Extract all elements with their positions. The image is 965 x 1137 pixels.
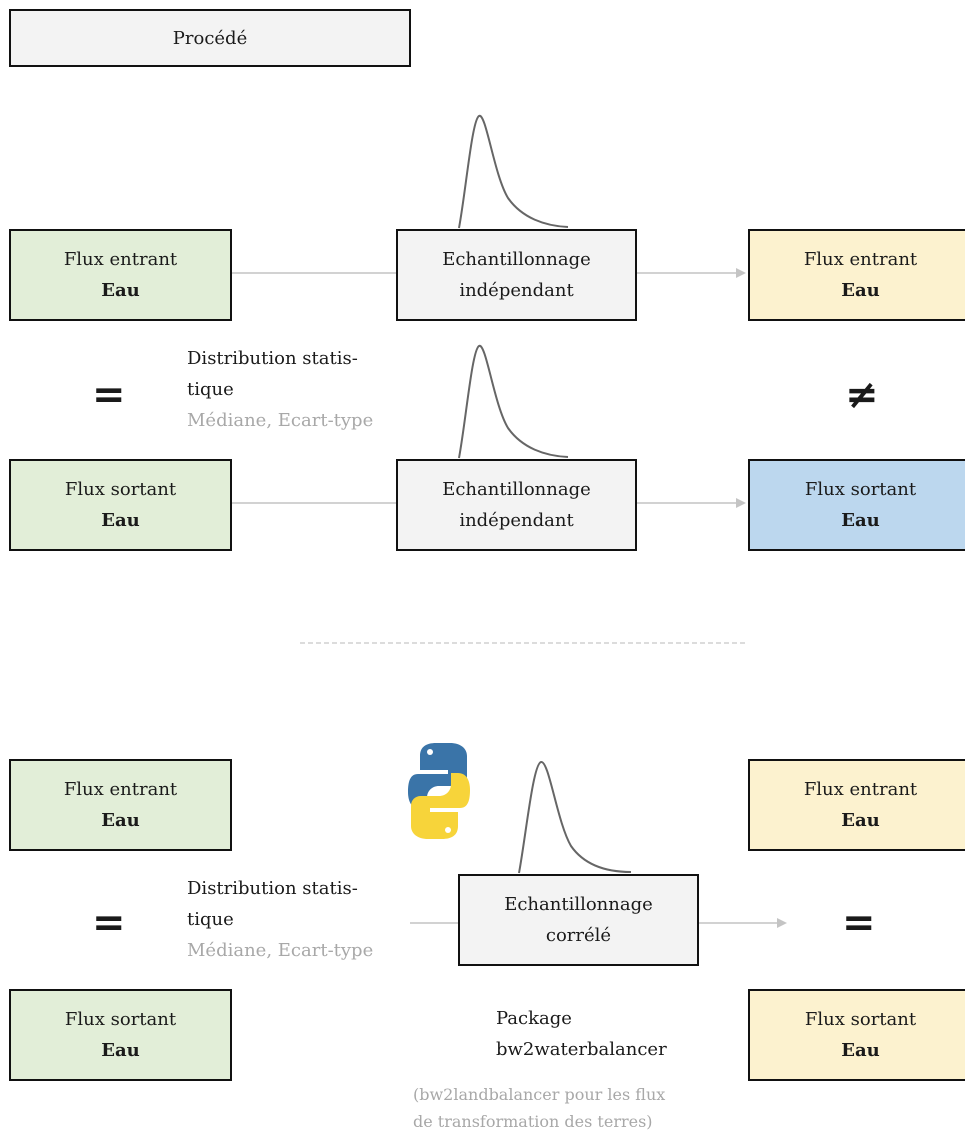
flux-label: Flux entrant (63, 249, 178, 270)
flux-substance: Eau (101, 1040, 140, 1061)
output-flux-sortant-box: Flux sortant Eau (748, 459, 965, 551)
equal-sign: = (842, 900, 876, 946)
sampling-type: corrélé (545, 925, 612, 946)
distribution-line2: tique (187, 909, 234, 930)
sampling-label: Echantillonnage (442, 479, 591, 500)
flux-label: Flux sortant (64, 479, 177, 500)
independent-sampling-box: Echantillonnage indépendant (396, 459, 637, 551)
flux-label: Flux sortant (804, 1009, 917, 1030)
python-logo-icon (408, 743, 470, 839)
distribution-params: Médiane, Ecart-type (187, 410, 374, 431)
flux-substance: Eau (841, 810, 880, 831)
flux-substance: Eau (101, 810, 140, 831)
distribution-line1: Distribution statis- (187, 348, 358, 369)
input-flux-sortant-box: Flux sortant Eau (9, 989, 232, 1081)
input-flux-entrant-box: Flux entrant Eau (9, 229, 232, 321)
package-note: (bw2landbalancer pour les flux de transf… (413, 1081, 665, 1135)
flux-label: Flux entrant (63, 779, 178, 800)
flux-label: Flux sortant (804, 479, 917, 500)
flux-substance: Eau (101, 280, 140, 301)
flux-substance: Eau (841, 1040, 880, 1061)
output-flux-entrant-box: Flux entrant Eau (748, 229, 965, 321)
sampling-label: Echantillonnage (442, 249, 591, 270)
independent-sampling-box: Echantillonnage indépendant (396, 229, 637, 321)
flux-substance: Eau (841, 280, 880, 301)
distribution-curve-icon (458, 114, 569, 229)
distribution-label: Distribution statis- tique Médiane, Ecar… (187, 873, 373, 966)
equal-sign: = (92, 372, 126, 418)
distribution-label: Distribution statis- tique Médiane, Ecar… (187, 343, 373, 436)
correlated-sampling-box: Echantillonnage corrélé (458, 874, 699, 966)
note-line1: (bw2landbalancer pour les flux (413, 1085, 666, 1104)
distribution-params: Médiane, Ecart-type (187, 940, 374, 961)
distribution-line2: tique (187, 379, 234, 400)
sampling-type: indépendant (459, 510, 574, 531)
output-flux-sortant-box: Flux sortant Eau (748, 989, 965, 1081)
distribution-line1: Distribution statis- (187, 878, 358, 899)
legend-process-box: Procédé (9, 9, 411, 67)
distribution-curve-icon (458, 344, 569, 459)
equal-sign: = (92, 900, 126, 946)
note-line2: de transformation des terres) (413, 1112, 653, 1131)
legend-process-label: Procédé (172, 27, 248, 49)
output-flux-entrant-box: Flux entrant Eau (748, 759, 965, 851)
flux-label: Flux sortant (64, 1009, 177, 1030)
not-equal-sign: ≠ (845, 372, 879, 418)
flux-substance: Eau (841, 510, 880, 531)
flux-substance: Eau (101, 510, 140, 531)
input-flux-entrant-box: Flux entrant Eau (9, 759, 232, 851)
input-flux-sortant-box: Flux sortant Eau (9, 459, 232, 551)
flux-label: Flux entrant (803, 249, 918, 270)
package-line1: Package (496, 1008, 572, 1029)
sampling-type: indépendant (459, 280, 574, 301)
sampling-label: Echantillonnage (504, 894, 653, 915)
distribution-curve-icon (518, 760, 632, 874)
package-label: Package bw2waterbalancer (496, 1003, 667, 1065)
package-name: bw2waterbalancer (496, 1039, 667, 1060)
flux-label: Flux entrant (803, 779, 918, 800)
